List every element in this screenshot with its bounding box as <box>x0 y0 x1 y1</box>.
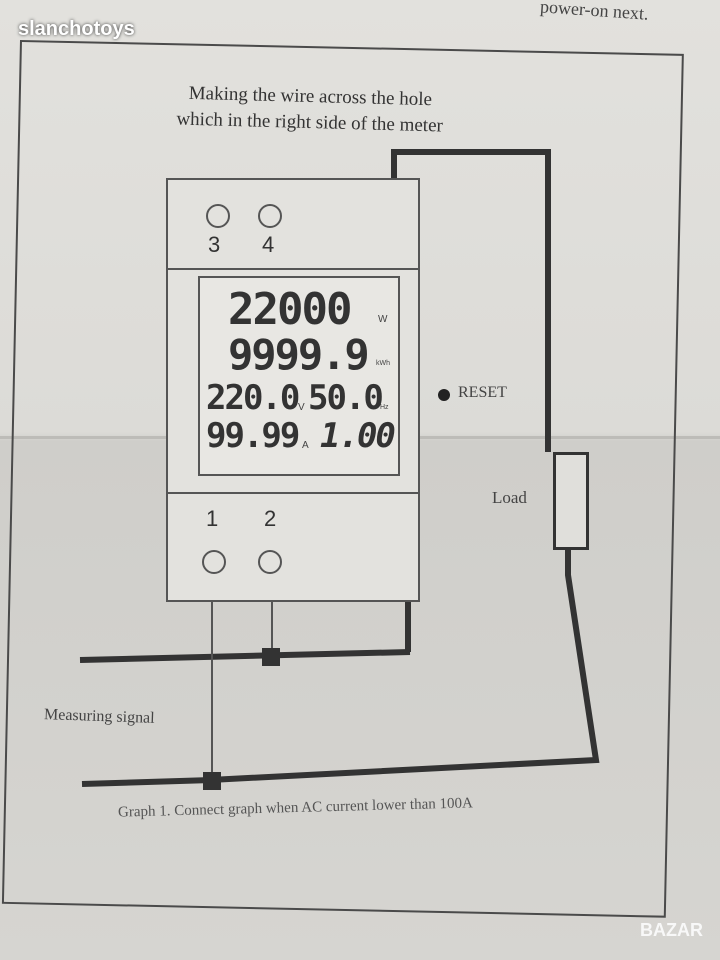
reset-label: RESET <box>458 384 507 401</box>
terminal-label-4: 4 <box>262 232 275 257</box>
frequency-reading: 50.0 <box>308 378 384 418</box>
lcd-display: 22000 W 9999.9 kWh 220.0 V 50.0 Hz 99.99… <box>198 276 400 476</box>
meter-bottom-section: 1 2 <box>168 492 418 602</box>
voltage-unit: V <box>298 402 305 413</box>
terminal-label-2: 2 <box>264 506 277 531</box>
energy-meter: 3 4 22000 W 9999.9 kWh 220.0 V 50.0 Hz 9… <box>166 178 420 602</box>
bazar-logo: BAZAR <box>640 920 703 940</box>
frequency-unit: Hz <box>380 404 389 411</box>
terminal-4 <box>258 204 282 228</box>
reset-button-dot <box>438 389 450 401</box>
measuring-signal-label: Measuring signal <box>43 706 155 727</box>
wire-through-meter <box>391 149 551 452</box>
terminal-1 <box>202 550 226 574</box>
wire-line-bus <box>79 649 411 663</box>
voltage-reading: 220.0 <box>206 378 300 418</box>
power-factor-reading: 1.00 <box>320 416 396 456</box>
current-reading: 99.99 <box>206 416 300 456</box>
load-resistor <box>553 452 589 550</box>
energy-unit: kWh <box>376 360 390 367</box>
junction-2 <box>203 772 221 790</box>
power-unit: W <box>378 314 388 325</box>
terminal-label-1: 1 <box>206 506 219 531</box>
current-unit: A <box>302 440 309 451</box>
wire-load-to-neutral <box>209 544 600 783</box>
meter-top-section: 3 4 <box>168 180 418 270</box>
power-reading: 22000 <box>228 284 352 335</box>
terminal-3 <box>206 204 230 228</box>
terminal-2 <box>258 550 282 574</box>
watermark: slanchotoys <box>18 18 135 40</box>
load-label: Load <box>492 488 527 507</box>
wire-neutral-bus <box>81 777 213 787</box>
junction-1 <box>262 648 280 666</box>
terminal-label-3: 3 <box>208 232 221 257</box>
energy-reading: 9999.9 <box>228 330 370 379</box>
